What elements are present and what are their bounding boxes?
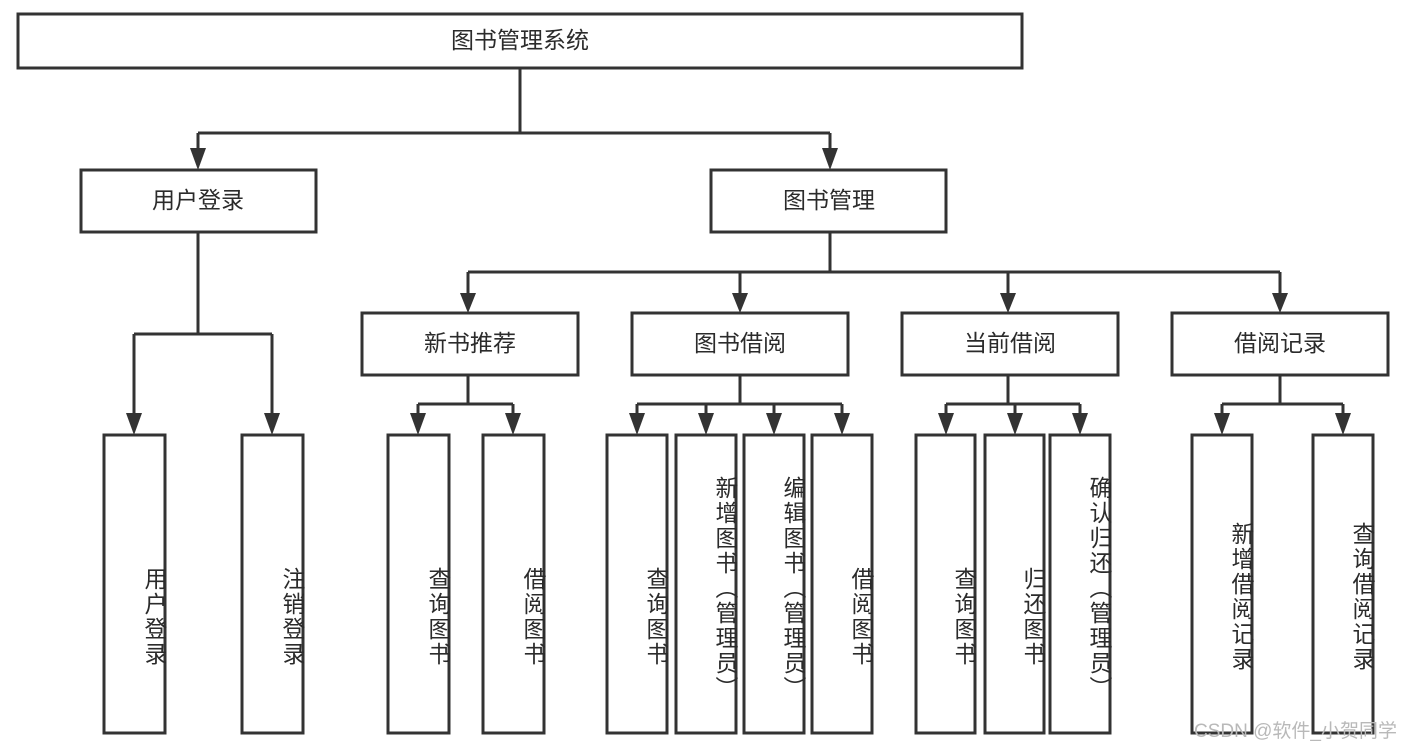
node-leaf-user-login[interactable] (102, 433, 167, 735)
node-leaf-query-record[interactable] (1311, 433, 1375, 735)
node-new-book-recommend[interactable] (360, 311, 580, 377)
node-leaf-borrow-book-2[interactable] (810, 433, 874, 735)
node-current-borrow-label: 当前借阅 (964, 330, 1056, 356)
node-user-login-label: 用户登录 (152, 187, 244, 213)
node-leaf-return-book[interactable] (983, 433, 1046, 735)
connector-userlogin-to-leaves (126, 232, 280, 435)
node-borrow-record-label: 借阅记录 (1234, 330, 1326, 356)
node-root-label: 图书管理系统 (451, 27, 589, 53)
node-leaf-query-book-3[interactable] (914, 433, 977, 735)
node-leaf-edit-book[interactable] (742, 433, 806, 735)
node-leaf-query-book-2[interactable] (605, 433, 669, 735)
connector-borrow-to-leaves (629, 375, 850, 435)
node-new-book-recommend-label: 新书推荐 (424, 330, 516, 356)
node-root[interactable] (16, 12, 1024, 70)
node-book-borrow[interactable] (630, 311, 850, 377)
node-leaf-add-book[interactable] (674, 433, 738, 735)
node-book-borrow-label: 图书借阅 (694, 330, 786, 356)
connector-current-to-leaves (938, 375, 1088, 435)
node-leaf-confirm-return[interactable] (1048, 433, 1112, 735)
node-book-management-label: 图书管理 (783, 187, 875, 213)
node-current-borrow[interactable] (900, 311, 1120, 377)
connector-bookmgmt-to-level3 (460, 232, 1288, 313)
node-leaf-add-record[interactable] (1190, 433, 1254, 735)
node-borrow-record[interactable] (1170, 311, 1390, 377)
node-leaf-user-logout[interactable] (240, 433, 305, 735)
connector-newbook-to-leaves (410, 375, 521, 435)
node-leaf-borrow-book-1[interactable] (481, 433, 546, 735)
connector-root-to-level2 (190, 68, 838, 170)
node-book-management[interactable] (709, 168, 948, 234)
connector-record-to-leaves (1214, 375, 1351, 435)
watermark: CSDN @软件_小贺同学 (1194, 721, 1397, 742)
node-user-login[interactable] (79, 168, 318, 234)
node-leaf-query-book-1[interactable] (386, 433, 451, 735)
